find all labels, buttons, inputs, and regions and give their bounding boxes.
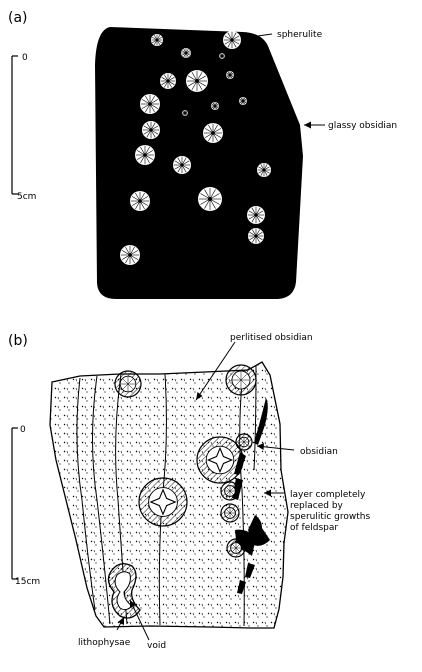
spherulite xyxy=(120,245,140,265)
label-obsidian: obsidian xyxy=(300,447,338,457)
spherulite xyxy=(247,206,265,224)
spherulite xyxy=(203,123,223,143)
label-layer-line3: sperulitic growths xyxy=(290,512,370,522)
scale-b-top: 0 xyxy=(20,425,26,435)
spherulite xyxy=(181,48,191,58)
spherulite xyxy=(140,94,160,114)
spherulite xyxy=(198,187,222,211)
label-spherulite: spherulite xyxy=(277,30,323,40)
label-layer-line2: replaced by xyxy=(290,501,344,511)
scale-bar-a xyxy=(12,56,18,194)
spherulite xyxy=(142,121,160,139)
panel-a: (a) 0 5cm spherulite glassy obsidian xyxy=(8,10,397,299)
spherulite xyxy=(186,70,208,92)
scale-a-top: 0 xyxy=(22,53,28,63)
label-layer-line4: of feldspar xyxy=(290,523,338,533)
scale-a-bottom: 5cm xyxy=(17,192,36,202)
lithophysa xyxy=(227,539,245,557)
glassy-obsidian-arrowhead xyxy=(304,122,311,129)
label-layer-line1: layer completely xyxy=(290,490,366,500)
spherulite xyxy=(135,145,155,165)
spherulite xyxy=(173,156,191,174)
spherulite xyxy=(182,110,188,116)
spherulite xyxy=(226,71,234,79)
spherulite xyxy=(211,102,219,110)
lithophysa xyxy=(226,365,256,395)
spherulite xyxy=(239,97,247,105)
lithophysa xyxy=(221,482,239,500)
label-glassy-obsidian: glassy obsidian xyxy=(328,121,397,131)
panel-a-letter: (a) xyxy=(8,10,28,26)
label-void: void xyxy=(147,641,166,651)
lithophysa xyxy=(115,371,141,397)
spherulite xyxy=(248,228,264,244)
spherulite xyxy=(219,53,225,59)
scale-bar-b xyxy=(12,428,18,579)
spherulite xyxy=(223,31,241,49)
panel-b: (b) 0 15cm xyxy=(8,333,370,651)
spherulite xyxy=(160,73,176,89)
spherulite xyxy=(130,191,150,211)
lithophysa xyxy=(236,434,252,450)
spherulite xyxy=(257,163,271,177)
spherulite xyxy=(151,34,163,46)
panel-b-letter: (b) xyxy=(8,333,28,349)
lithophysa xyxy=(139,478,187,526)
label-perlitised-obsidian: perlitised obsidian xyxy=(230,333,313,343)
lithophysa xyxy=(221,504,239,522)
label-lithophysae: lithophysae xyxy=(78,638,131,648)
scale-b-bottom: 15cm xyxy=(15,577,40,587)
